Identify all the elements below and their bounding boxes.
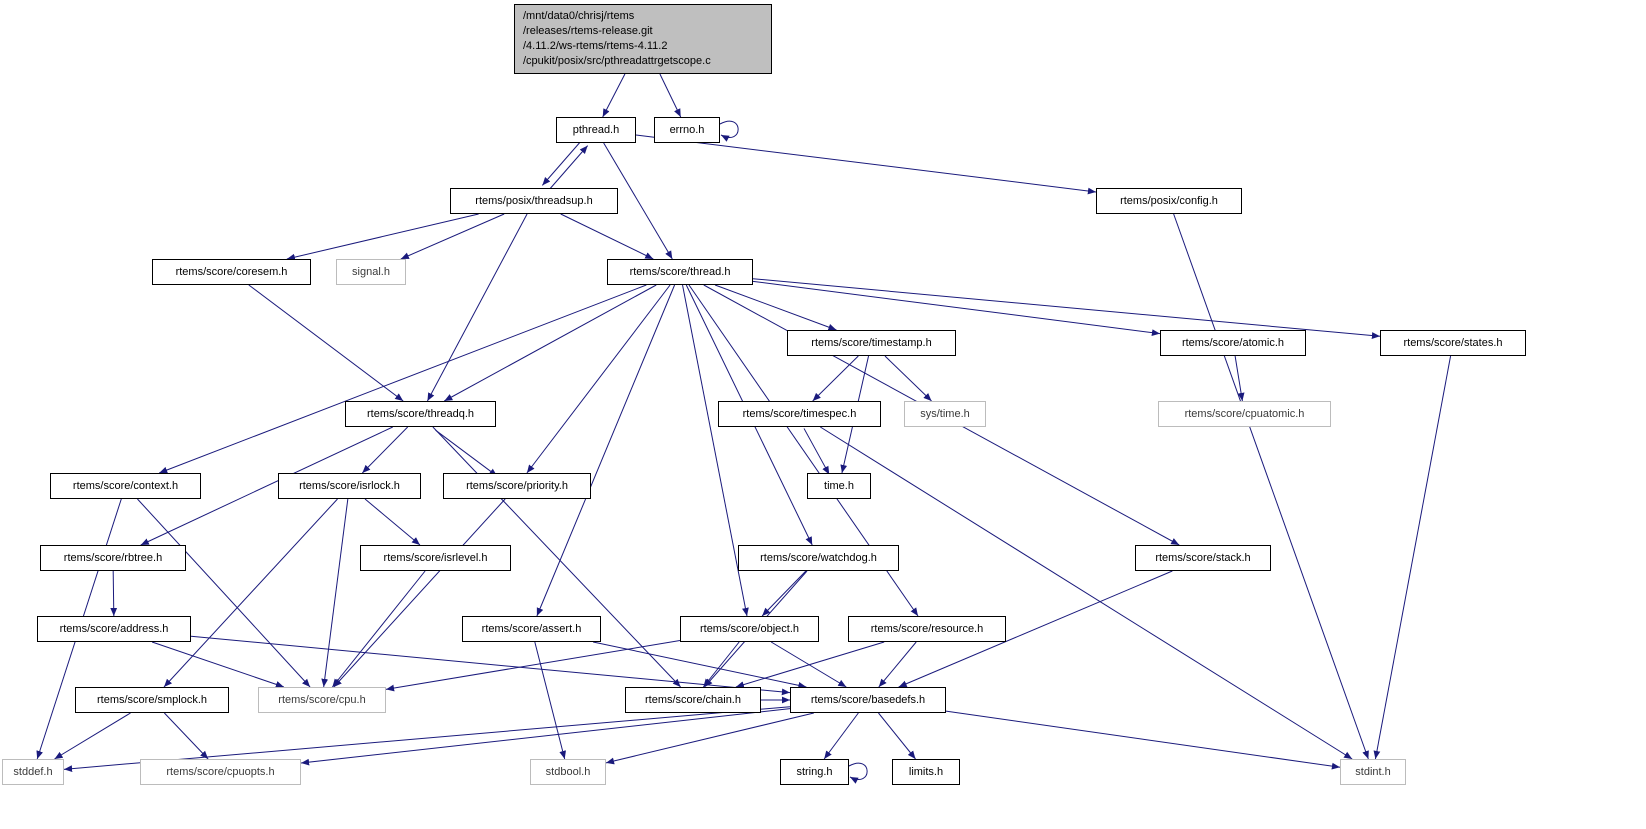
include-edge [812,355,859,402]
graph-node-threadq[interactable]: rtems/score/threadq.h [345,401,496,427]
graph-node-stdbool: stdbool.h [530,759,606,785]
graph-node-stdint: stdint.h [1340,759,1406,785]
include-edge [164,712,209,760]
include-edge [884,355,932,402]
include-edge [286,213,479,261]
graph-node-rbtree[interactable]: rtems/score/rbtree.h [40,545,186,571]
include-edge [1173,213,1369,760]
root-file-node: /mnt/data0/chrisj/rtems/releases/rtems-r… [514,4,772,74]
graph-node-resource[interactable]: rtems/score/resource.h [848,616,1006,642]
include-edge [444,284,657,402]
include-edge [719,120,739,142]
include-edge [151,641,285,688]
include-edge [820,426,1353,760]
graph-node-string[interactable]: string.h [780,759,849,785]
include-edge [547,145,589,191]
graph-node-limits[interactable]: limits.h [892,759,960,785]
graph-node-cpuatomic: rtems/score/cpuatomic.h [1158,401,1331,427]
include-edge [823,712,859,760]
graph-node-object[interactable]: rtems/score/object.h [680,616,819,642]
graph-node-chain[interactable]: rtems/score/chain.h [625,687,761,713]
graph-node-isrlevel[interactable]: rtems/score/isrlevel.h [360,545,511,571]
graph-node-watchdog[interactable]: rtems/score/watchdog.h [738,545,899,571]
include-edge [400,213,505,260]
graph-node-cpuopts: rtems/score/cpuopts.h [140,759,301,785]
graph-node-thread[interactable]: rtems/score/thread.h [607,259,753,285]
include-edge [140,426,393,546]
include-edge [878,641,917,688]
root-file-path-line: /mnt/data0/chrisj/rtems [523,10,635,22]
root-file-path-line: /releases/rtems-release.git [523,25,653,37]
include-edge [682,284,749,617]
graph-node-smplock[interactable]: rtems/score/smplock.h [75,687,229,713]
graph-node-assert[interactable]: rtems/score/assert.h [462,616,601,642]
include-edge [848,762,868,784]
include-edge [761,570,807,617]
include-edge [752,278,1381,339]
graph-node-pthread[interactable]: pthread.h [556,117,636,143]
include-edge [536,284,676,617]
include-edge [435,429,498,477]
include-edge [945,710,1341,770]
graph-node-states[interactable]: rtems/score/states.h [1380,330,1526,356]
include-edge [541,140,583,186]
include-edge [361,426,409,474]
include-edge [752,280,1161,336]
graph-node-stddef: stddef.h [2,759,64,785]
graph-node-stack[interactable]: rtems/score/stack.h [1135,545,1271,571]
include-edge [659,73,682,118]
include-edge [137,498,311,688]
root-file-path-line: /cpukit/posix/src/pthreadattrgetscope.c [523,55,711,67]
graph-node-posixconfig[interactable]: rtems/posix/config.h [1096,188,1242,214]
include-edge [605,712,814,765]
include-edge [333,498,506,688]
include-edge [432,426,681,688]
graph-node-systime: sys/time.h [904,401,986,427]
include-edge [702,641,740,688]
include-edge [248,284,404,402]
graph-node-errno[interactable]: errno.h [654,117,720,143]
include-edge [593,641,807,689]
graph-node-timespec[interactable]: rtems/score/timespec.h [718,401,881,427]
graph-node-coresem[interactable]: rtems/score/coresem.h [152,259,311,285]
include-edge [159,284,647,474]
include-edge [1373,355,1452,760]
include-edge [63,706,791,773]
include-edge [426,213,528,402]
include-edge [635,134,1097,195]
include-edge [560,213,654,260]
graph-node-cpu: rtems/score/cpu.h [258,687,386,713]
include-edge [332,570,426,688]
graph-node-isrlock[interactable]: rtems/score/isrlock.h [278,473,421,499]
include-edge [878,712,916,760]
include-edge [803,428,830,475]
root-file-path-line: /4.11.2/ws-rtems/rtems-4.11.2 [523,40,668,52]
include-edge [898,570,1173,688]
graph-node-timestamp[interactable]: rtems/score/timestamp.h [787,330,956,356]
graph-node-atomic[interactable]: rtems/score/atomic.h [1160,330,1306,356]
include-edge [54,712,131,760]
include-edge [714,284,837,331]
include-edge [534,641,566,760]
graph-node-priority[interactable]: rtems/score/priority.h [443,473,591,499]
graph-node-context[interactable]: rtems/score/context.h [50,473,201,499]
graph-node-signal: signal.h [336,259,406,285]
graph-node-threadsup[interactable]: rtems/posix/threadsup.h [450,188,618,214]
include-edge [163,498,338,688]
include-edge [735,641,885,688]
include-edge [321,498,349,688]
include-edge [602,73,626,118]
include-edge [603,142,673,260]
include-edge [526,284,671,474]
include-edge [300,708,791,766]
graph-node-timeh[interactable]: time.h [807,473,871,499]
graph-node-address[interactable]: rtems/score/address.h [37,616,191,642]
include-edge [385,640,681,692]
include-edge [110,570,118,617]
include-edge [1234,355,1245,402]
include-edge [190,635,791,696]
include-edge [364,498,421,546]
graph-node-basedefs[interactable]: rtems/score/basedefs.h [790,687,946,713]
